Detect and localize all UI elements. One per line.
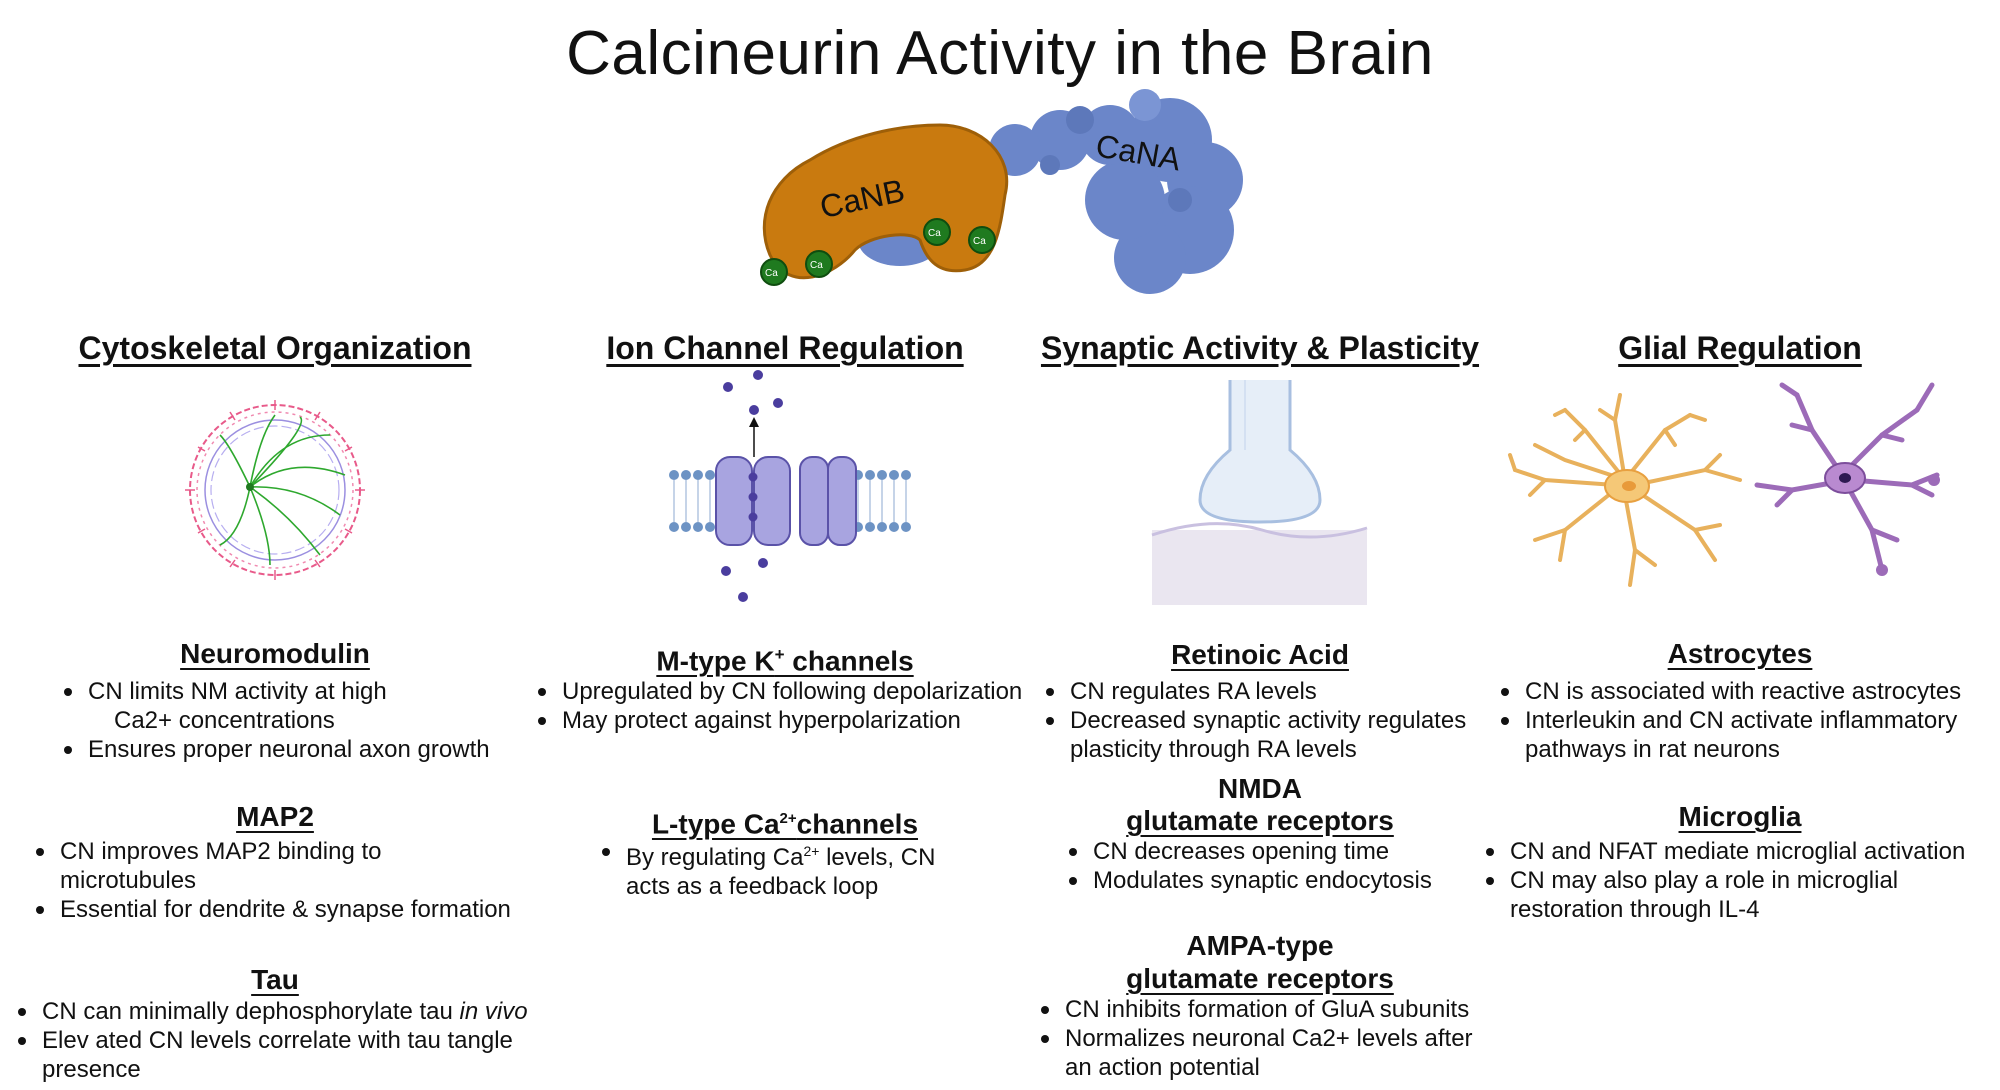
list-item: CN is associated with reactive astrocyte… (1495, 677, 1985, 706)
svg-text:Ca: Ca (810, 260, 823, 271)
map2-list: CN improves MAP2 binding to microtubules… (30, 837, 511, 924)
ltype-ca-channels-title: L-type Ca2+channels (651, 808, 919, 840)
nmda-list: CN decreases opening time Modulates syna… (1063, 837, 1493, 895)
astrocyte-illustration (1508, 393, 1742, 587)
ampa-title-line2: glutamate receptors (1126, 963, 1394, 994)
section-title-cytoskeletal: Cytoskeletal Organization (78, 330, 472, 366)
section-title-ion-channel: Ion Channel Regulation (606, 330, 964, 366)
calcium-ion-3: Ca (923, 218, 951, 246)
svg-text:Ca: Ca (973, 236, 986, 247)
svg-text:Ca: Ca (765, 268, 778, 279)
list-item: Essential for dendrite & synapse formati… (30, 895, 570, 924)
list-item: By regulating Ca2+ levels, CN acts as a … (596, 837, 936, 901)
list-item: CN may also play a role in microglial re… (1480, 866, 1930, 924)
mtype-list: Upregulated by CN following depolarizati… (532, 677, 1052, 735)
retinoic-acid-title: Retinoic Acid (1171, 639, 1349, 670)
list-item: CN decreases opening time (1063, 837, 1493, 866)
section-title-glial: Glial Regulation (1618, 330, 1862, 366)
microglia-list: CN and NFAT mediate microglial activatio… (1480, 837, 1990, 924)
synapse-illustration (1151, 380, 1368, 605)
neuromodulin-title: Neuromodulin (180, 638, 370, 669)
list-item: CN improves MAP2 binding to microtubules (30, 837, 395, 895)
list-item: May protect against hyperpolarization (532, 706, 1052, 735)
list-item: Normalizes neuronal Ca2+ levels after an… (1035, 1024, 1485, 1082)
astrocytes-list: CN is associated with reactive astrocyte… (1495, 677, 1985, 764)
tau-title: Tau (251, 964, 299, 995)
cytoskeleton-illustration (185, 400, 365, 580)
potassium-ions (721, 370, 783, 602)
astrocytes-title: Astrocytes (1667, 638, 1813, 669)
calcium-ion-4: Ca (968, 226, 996, 254)
section-title-synaptic: Synaptic Activity & Plasticity (1040, 330, 1480, 366)
ltype-list: By regulating Ca2+ levels, CN acts as a … (596, 837, 936, 901)
microglia-title: Microglia (1678, 801, 1802, 832)
ampa-list: CN inhibits formation of GluA subunits N… (1035, 995, 1485, 1082)
calcineurin-molecule-illustration: CaNB CaNA Ca Ca Ca Ca (760, 89, 1243, 294)
list-item: Upregulated by CN following depolarizati… (532, 677, 1052, 706)
list-item: CN can minimally dephosphorylate tau in … (12, 997, 537, 1026)
list-item: Elev ated CN levels correlate with tau t… (12, 1026, 537, 1084)
list-item: CN limits NM activity at high Ca2+ conce… (58, 677, 528, 735)
ion-channel-illustration (669, 370, 911, 602)
list-item: Decreased synaptic activity regulates pl… (1040, 706, 1490, 764)
nmda-title-line2: glutamate receptors (1126, 805, 1394, 836)
ampa-title-line1: AMPA-type (1186, 930, 1334, 961)
tau-list: CN can minimally dephosphorylate tau in … (12, 997, 537, 1084)
page-title: Calcineurin Activity in the Brain (566, 19, 1434, 88)
retinoic-list: CN regulates RA levels Decreased synapti… (1040, 677, 1490, 764)
calcium-ion-2: Ca (805, 250, 833, 278)
list-item: CN inhibits formation of GluA subunits (1035, 995, 1485, 1024)
microglia-illustration (1754, 382, 1940, 576)
mtype-k-channels-title: M-type K+ channels (656, 645, 914, 677)
list-item: Modulates synaptic endocytosis (1063, 866, 1493, 895)
nmda-title-line1: NMDA (1218, 773, 1302, 804)
map2-title: MAP2 (236, 801, 314, 832)
svg-text:Ca: Ca (928, 228, 941, 239)
list-item: Ensures proper neuronal axon growth (58, 735, 528, 764)
list-item: CN regulates RA levels (1040, 677, 1490, 706)
neuromodulin-list: CN limits NM activity at high Ca2+ conce… (58, 677, 528, 764)
calcium-ion-1: Ca (760, 258, 788, 286)
list-item: CN and NFAT mediate microglial activatio… (1480, 837, 1990, 866)
list-item: Interleukin and CN activate inflammatory… (1495, 706, 1985, 764)
